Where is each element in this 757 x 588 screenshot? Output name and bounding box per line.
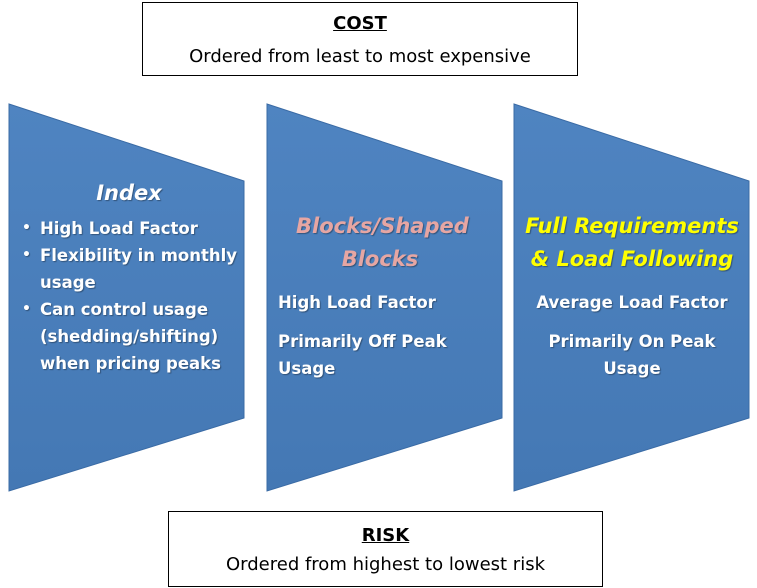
bullet-text: High Load Factor [40,219,198,238]
panel-blocks-title: Blocks/Shaped Blocks [296,214,469,271]
panel-blocks: Blocks/Shaped Blocks High Load Factor Pr… [276,210,484,382]
list-item: • Can control usage (shedding/shifting) w… [18,296,240,377]
panel-index-bullets: • High Load Factor • Flexibility in monthl… [18,215,240,377]
panel-full: Full Requirements & Load Following Avera… [516,210,748,382]
bullet-text: Flexibility in monthly usage [40,246,238,292]
panel-full-line-2: Primarily On Peak Usage [548,332,716,378]
bullet-icon: • [22,220,31,236]
risk-heading: RISK [361,525,410,546]
panel-full-shape [513,103,750,492]
panel-index-title: Index [96,181,162,205]
bullet-icon: • [22,247,31,263]
panel-index-shape [8,103,245,492]
cost-description: Ordered from least to most expensive [189,46,531,67]
list-item: • High Load Factor [18,215,240,242]
panel-full-title: Full Requirements & Load Following [525,214,739,271]
bullet-icon: • [22,301,31,317]
panel-blocks-line-1: High Load Factor [278,293,436,312]
panel-full-line-1: Average Load Factor [536,293,728,312]
bullet-text: Can control usage (shedding/shifting) wh… [40,300,221,373]
risk-description: Ordered from highest to lowest risk [225,554,546,575]
cost-heading: COST [333,13,387,34]
risk-box: RISK Ordered from highest to lowest risk [168,511,603,587]
panel-index: Index • High Load Factor • Flexibility in … [18,177,240,377]
panel-blocks-line-2: Primarily Off Peak Usage [278,332,447,378]
list-item: • Flexibility in monthly usage [18,242,240,296]
cost-box: COST Ordered from least to most expensiv… [142,2,578,76]
panel-blocks-shape [266,103,503,492]
